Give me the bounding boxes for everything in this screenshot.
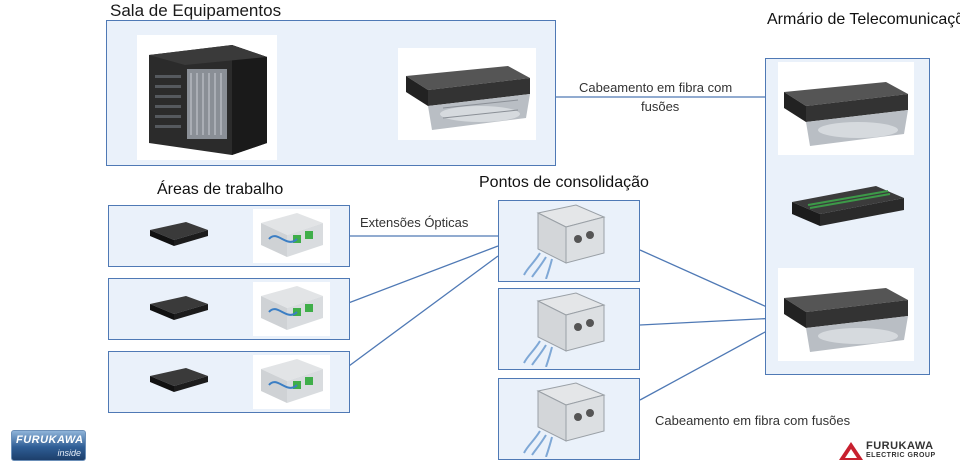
network-rack-icon: [149, 45, 267, 155]
wall-outlet-icon: [261, 359, 323, 403]
logo-left-sub-text: inside: [57, 448, 81, 458]
logo-right-main-text: FURUKAWA: [866, 440, 934, 452]
wall-outlet-icon: [261, 286, 323, 330]
wa3-to-cp1-line: [329, 255, 499, 381]
logo-left-main-text: FURUKAWA: [16, 434, 84, 446]
consolidation-box-icon: [523, 204, 606, 279]
logo-right-sub-text: ELECTRIC GROUP: [866, 452, 936, 459]
telecom-cabinet-title-line1: Armário de Telecomunicaçõe: [767, 11, 960, 28]
cabinet-drawer-top-photo: [778, 62, 914, 155]
optical-terminal-icon: [150, 368, 208, 392]
cp3-to-cabinet-line: [639, 324, 779, 401]
work-areas-title: Áreas de trabalho: [157, 181, 284, 198]
wall-outlet-icon: [261, 213, 323, 257]
optical-terminal-icon: [150, 296, 208, 320]
consolidation-box-icon: [523, 382, 606, 457]
fiber-drawer-icon: [784, 288, 908, 352]
bottom-cabling-label: Cabeamento em fibra com fusões: [655, 413, 851, 428]
rack-photo: [137, 35, 277, 160]
furukawa-inside-logo: FURUKAWA inside: [11, 430, 86, 461]
optical-extensions-label: Extensões Ópticas: [360, 215, 469, 230]
consolidation-points-title: Pontos de consolidação: [479, 174, 649, 191]
wall-outlet-photo-3: [253, 355, 330, 409]
equipment-drawer-photo: [398, 48, 536, 140]
equipment-room-title: Sala de Equipamentos: [110, 1, 282, 20]
furukawa-mark-icon: [839, 442, 863, 460]
fiber-splice-tray-icon: [792, 186, 904, 226]
furukawa-electric-logo: FURUKAWA ELECTRIC GROUP: [838, 440, 953, 462]
cabinet-drawer-bottom-photo: [778, 268, 914, 361]
wall-outlet-photo-1: [253, 209, 330, 263]
fiber-drawer-icon: [406, 66, 530, 130]
consolidation-box-icon: [523, 292, 606, 367]
cp1-to-cabinet-line: [639, 249, 779, 313]
cabinet-splice-photo: [778, 180, 914, 238]
top-cabling-label-line1: Cabeamento em fibra com: [579, 80, 733, 95]
top-cabling-label-line2: fusões: [641, 99, 680, 114]
cp2-to-cabinet-line: [639, 317, 779, 326]
wall-outlet-photo-2: [253, 282, 330, 336]
optical-terminal-icon: [150, 222, 208, 246]
fiber-drawer-icon: [784, 82, 908, 146]
wa2-to-cp1-line: [329, 245, 499, 311]
